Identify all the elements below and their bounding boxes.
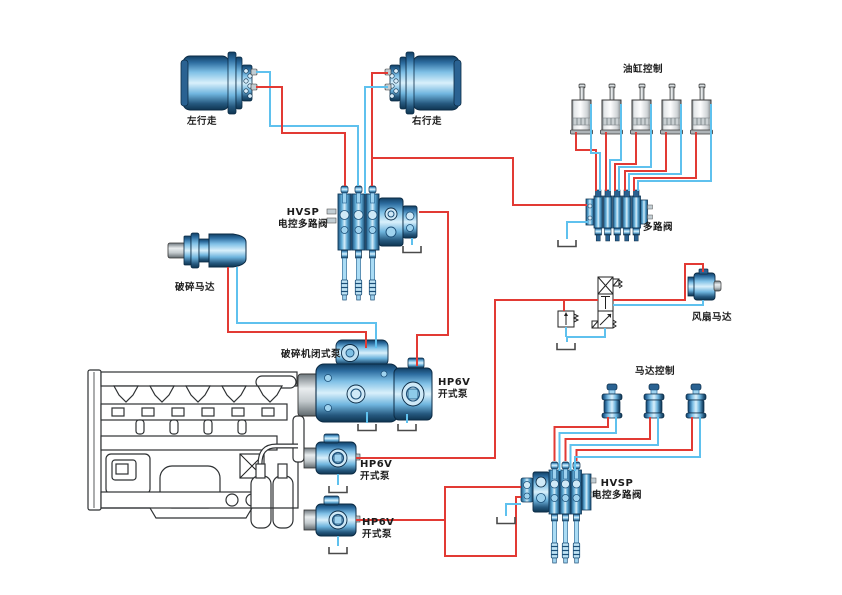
crusher-motor [167, 232, 247, 269]
label-cylinder-control: 油缸控制 [622, 64, 664, 75]
label-hvsp-middle-model: HVSP [286, 207, 320, 218]
label-fan-motor: 风扇马达 [691, 312, 733, 323]
travel-motor-left [180, 51, 258, 115]
multiway-valve-block [585, 189, 653, 242]
relief-valve-symbol [557, 310, 580, 328]
label-hp6v-3-model: HP6V [362, 517, 395, 528]
label-hvsp-middle-name: 电控多路阀 [277, 218, 329, 230]
label-travel-left: 左行走 [186, 116, 218, 127]
label-hp6v-3-name: 开式泵 [362, 528, 393, 540]
label-travel-right: 右行走 [411, 116, 443, 127]
label-hp6v-1-name: 开式泵 [438, 388, 469, 400]
pump-hp6v-2 [303, 433, 361, 475]
engine-drawing [87, 369, 319, 529]
label-crusher-pump: 破碎机闭式泵 [280, 349, 342, 360]
pump-hp6v-3 [303, 495, 361, 537]
label-hvsp-middle: HVSP 电控多路阀 [278, 207, 328, 230]
control-motor-1 [601, 383, 623, 419]
hydraulic-lines [227, 71, 712, 557]
control-motor-2 [643, 383, 665, 419]
label-hp6v-2-name: 开式泵 [360, 470, 391, 482]
control-motor-3 [685, 383, 707, 419]
fan-motor [687, 268, 722, 301]
label-crusher-motor: 破碎马达 [174, 282, 216, 293]
label-hp6v-1-model: HP6V [438, 377, 471, 388]
label-hvsp-bottom: HVSP 电控多路阀 [592, 478, 642, 501]
label-motor-control: 马达控制 [634, 366, 676, 377]
label-multiway-valve: 多路阀 [642, 222, 674, 233]
label-hp6v-1: HP6V 开式泵 [438, 377, 470, 400]
label-hvsp-bottom-name: 电控多路阀 [591, 489, 643, 501]
hvsp-valve-middle [326, 185, 418, 301]
main-pump-group [297, 339, 433, 423]
travel-motor-right [384, 51, 462, 115]
label-hp6v-2: HP6V 开式泵 [360, 459, 392, 482]
hvsp-valve-bottom [520, 461, 597, 564]
fan-control-valve-symbol [591, 276, 623, 329]
label-hp6v-3: HP6V 开式泵 [362, 517, 394, 540]
label-hp6v-2-model: HP6V [360, 459, 393, 470]
label-hvsp-bottom-model: HVSP [600, 478, 634, 489]
